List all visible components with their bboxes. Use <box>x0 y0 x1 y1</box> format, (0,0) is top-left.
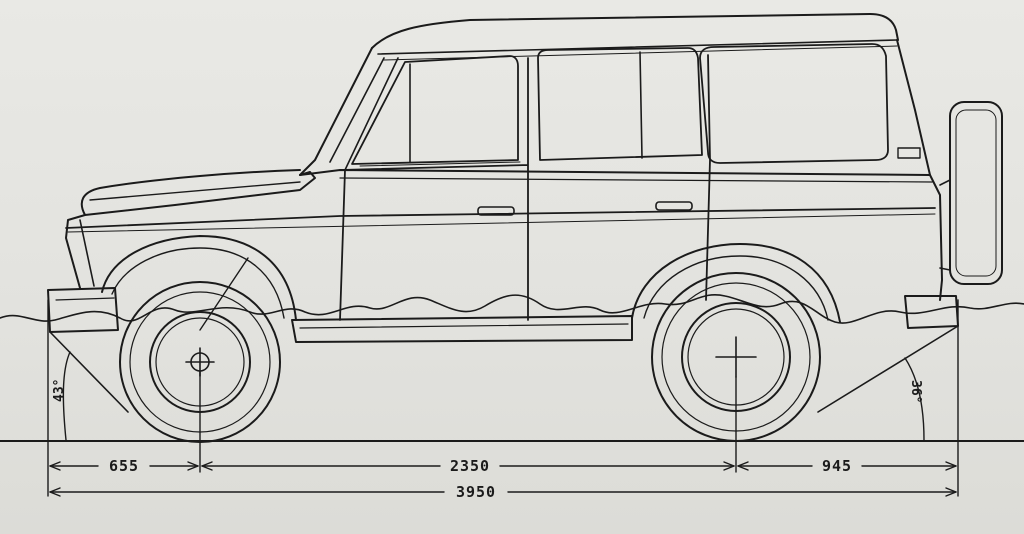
departure-angle-arc <box>904 357 925 441</box>
dimension-row-segments: 655 2350 945 <box>49 457 957 475</box>
dim-label-overall-length: 3950 <box>456 483 496 501</box>
rear-wheel-arch-inner <box>643 255 829 321</box>
dimension-row-overall: 3950 <box>49 483 957 501</box>
rear-door-window <box>537 47 703 161</box>
departure-angle-label: 36° <box>908 380 923 403</box>
arrow-rear-axle-right <box>737 461 749 471</box>
departure-angle-line <box>817 325 959 413</box>
arrow-front-axle-left <box>187 461 199 471</box>
front-door-window <box>351 55 519 165</box>
rear-window-divider <box>639 51 643 159</box>
rear-side-window <box>699 43 889 164</box>
front-wheel-travel-line <box>199 257 249 331</box>
roof-outline <box>371 13 899 49</box>
rear-door-outline <box>705 54 711 301</box>
belt-line-lower <box>339 177 933 183</box>
rear-vent-grille <box>897 147 921 159</box>
front-door-outline <box>339 57 529 321</box>
arrow-front-axle-right <box>201 461 213 471</box>
approach-angle-label: 43° <box>52 379 67 402</box>
side-sill <box>291 315 633 343</box>
approach-angle-line <box>49 331 129 413</box>
belt-line <box>299 169 931 176</box>
spare-wheel-inner <box>955 109 997 277</box>
rear-bumper <box>904 295 959 329</box>
rear-door-handle <box>655 201 693 211</box>
front-grille-face <box>65 214 86 289</box>
dim-label-front-overhang: 655 <box>109 457 139 475</box>
arrow-rear-axle-left <box>723 461 735 471</box>
hood-outline <box>80 169 316 216</box>
arrow-rear-right <box>945 461 957 471</box>
windshield-inner <box>329 57 385 163</box>
terrain-profile-wave <box>0 294 1024 324</box>
front-fender-edge <box>79 219 95 287</box>
dim-label-wheelbase: 2350 <box>450 457 490 475</box>
rear-wheel-arch <box>631 243 841 323</box>
spare-wheel <box>949 101 1003 285</box>
spare-wheel-bracket <box>939 179 951 271</box>
arrow-front-left <box>49 461 61 471</box>
body-side-crease <box>65 207 936 229</box>
front-wheel-arch <box>101 235 297 321</box>
front-wheel-arch-inner <box>111 247 285 319</box>
rear-body-outline <box>896 39 943 301</box>
approach-angle-arc <box>62 351 71 441</box>
front-bumper <box>47 287 119 333</box>
front-window-inner-line <box>359 161 521 167</box>
front-bumper-inner <box>55 297 115 301</box>
windshield-frame <box>299 47 373 176</box>
arrow-overall-right <box>945 487 957 497</box>
a-pillar-rear <box>344 57 399 171</box>
front-door-handle <box>477 206 515 216</box>
roof-gutter <box>377 39 898 55</box>
dim-label-rear-overhang: 945 <box>822 457 852 475</box>
hood-crease <box>89 181 301 201</box>
body-side-crease-lower <box>67 213 936 233</box>
side-sill-step <box>299 323 629 329</box>
arrow-overall-left <box>49 487 61 497</box>
